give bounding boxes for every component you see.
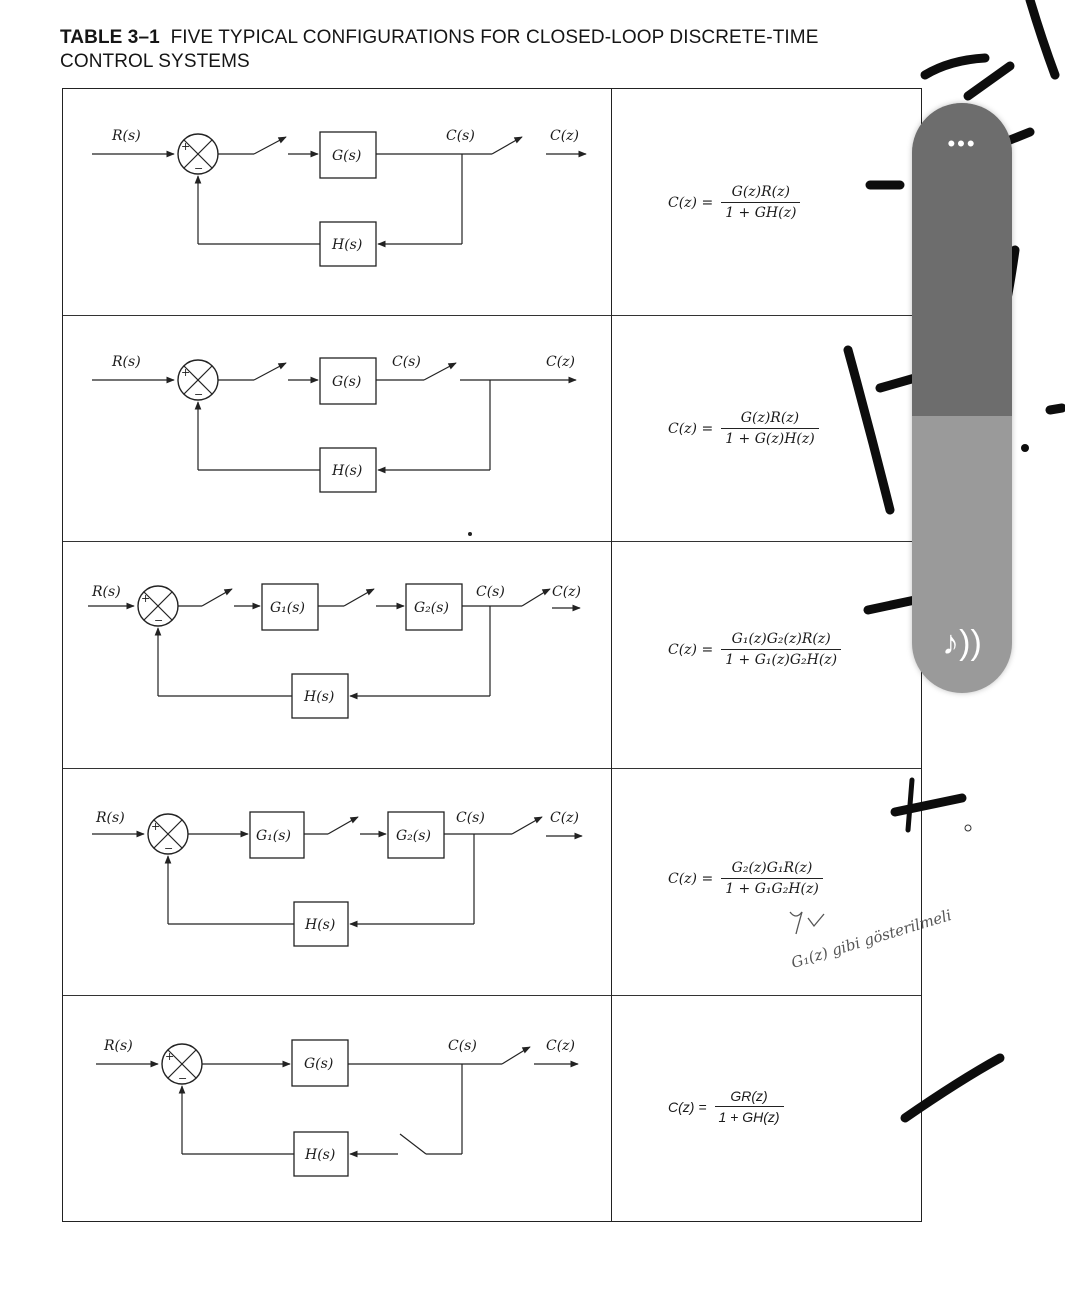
block-diagram-2: R(s) + − G(s) C(s) C(z) H(s) [92,354,577,493]
h-block [293,901,349,947]
block-diagram-1: R(s) + − G(s) C(s) C(z) H(s) [92,128,587,267]
g1-block [249,811,305,859]
h-block [291,673,349,719]
g2-block [387,811,445,859]
svg-text:C(z): C(z) [546,1038,575,1054]
svg-text:+: + [181,140,190,153]
svg-text:C(z): C(z) [550,128,579,144]
sampler-switch [253,137,285,155]
svg-text:G₂(s): G₂(s) [414,600,449,616]
column-divider [611,89,612,1221]
transfer-formula-1: C(z) = G(z)R(z)1 + GH(z) [668,184,801,221]
svg-text:C(z): C(z) [550,810,579,826]
row-divider [63,995,921,996]
svg-text:−: − [178,1072,187,1085]
pen-dot [964,824,972,832]
pen-stroke [963,61,1015,101]
row-divider [63,315,921,316]
sampler-switch [327,817,357,835]
input-label: R(s) [111,128,141,144]
block-diagram-4: R(s) + − G₁(s) G₂(s) C(s) C(z) H(s) [92,810,583,947]
row-divider [63,768,921,769]
volume-icon[interactable]: ♪)) [942,624,982,662]
pen-stroke [1025,0,1060,80]
pen-stroke [920,53,990,80]
svg-text:+: + [165,1050,174,1063]
g1-block [261,583,319,631]
sampler-switch [343,589,373,607]
svg-text:C(s): C(s) [456,810,485,826]
svg-text:−: − [164,842,173,855]
input-label: R(s) [91,584,121,600]
table-heading: FIVE TYPICAL CONFIGURATIONS FOR CLOSED-L… [60,27,819,72]
input-label: R(s) [111,354,141,370]
svg-text:G₁(s): G₁(s) [270,600,305,616]
input-label: R(s) [95,810,125,826]
input-label: R(s) [103,1038,133,1054]
svg-text:C(s): C(s) [446,128,475,144]
block-diagram-5: R(s) + − G(s) C(s) C(z) H(s) [96,1038,579,1177]
svg-text:G(s): G(s) [332,374,361,390]
more-options-icon[interactable]: ••• [947,131,977,156]
volume-track[interactable] [912,103,1012,416]
svg-text:+: + [181,366,190,379]
transfer-formula-4: C(z) = G₂(z)G₁R(z)1 + G₁G₂H(z) [668,860,823,897]
svg-text:−: − [194,162,203,175]
g-block [319,131,377,179]
sampler-switch [253,363,285,381]
stray-dot [468,532,472,536]
transfer-formula-3: C(z) = G₁(z)G₂(z)R(z)1 + G₁(z)G₂H(z) [668,631,842,668]
row-divider [63,541,921,542]
svg-text:G₂(s): G₂(s) [396,828,431,844]
svg-text:H(s): H(s) [331,237,362,253]
table-title: TABLE 3–1 FIVE TYPICAL CONFIGURATIONS FO… [60,26,860,74]
h-block [319,221,377,267]
h-block [293,1131,349,1177]
svg-text:+: + [141,592,150,605]
svg-text:H(s): H(s) [303,689,334,705]
svg-text:C(s): C(s) [392,354,421,370]
svg-text:C(z): C(z) [546,354,575,370]
transfer-formula-5: C(z) = GR(z)1 + GH(z) [668,1088,784,1125]
svg-text:H(s): H(s) [304,1147,335,1163]
svg-text:−: − [154,614,163,627]
svg-text:C(s): C(s) [448,1038,477,1054]
svg-text:+: + [151,820,160,833]
g-block [291,1039,349,1087]
svg-text:C(s): C(s) [476,584,505,600]
g-block [319,357,377,405]
pen-dot [1021,444,1029,452]
floating-media-widget[interactable]: ••• ♪)) [912,103,1012,693]
svg-text:−: − [194,388,203,401]
svg-text:G₁(s): G₁(s) [256,828,291,844]
sampler-switch [201,589,231,607]
sampler-switch [423,363,455,381]
table-label: TABLE 3–1 [60,27,160,48]
svg-text:C(z): C(z) [552,584,581,600]
svg-text:G(s): G(s) [332,148,361,164]
g2-block [405,583,463,631]
svg-text:H(s): H(s) [331,463,362,479]
block-diagram-3: R(s) + − G₁(s) G₂(s) C(s) C(z) H(s) [88,583,581,719]
feedback-sampler-switch [399,1133,427,1155]
transfer-formula-2: C(z) = G(z)R(z)1 + G(z)H(z) [668,410,819,447]
svg-text:G(s): G(s) [304,1056,333,1072]
svg-text:H(s): H(s) [304,917,335,933]
pen-stroke [1045,403,1065,415]
